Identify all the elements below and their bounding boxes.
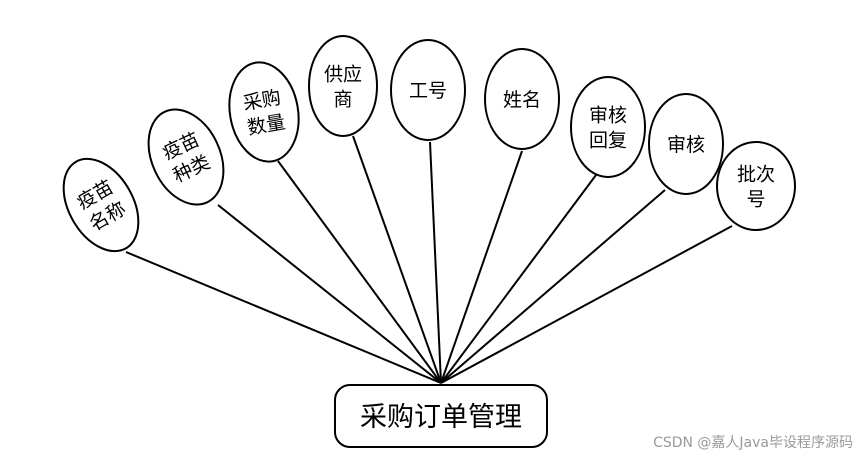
attribute-node-batch-number: 批次号 [716, 141, 796, 231]
attribute-ellipse-purchase-quantity [228, 61, 300, 163]
entity-label: 采购订单管理 [360, 402, 522, 433]
attribute-label-review-line-1: 审核 [667, 134, 705, 156]
connector-line-employee-id [429, 141, 442, 384]
attribute-ellipse-employee-id [390, 39, 466, 141]
attribute-label-review-reply-line-2: 回复 [589, 130, 627, 152]
attribute-node-supplier: 供应商 [308, 35, 378, 137]
attribute-label-batch-number-line-1: 批次 [737, 164, 775, 186]
connector-line-name [440, 150, 523, 384]
connector-lines [125, 135, 733, 384]
connector-line-vaccine-type [217, 204, 442, 384]
attribute-ellipse-batch-number [716, 141, 796, 231]
attribute-ellipse-review [648, 93, 724, 195]
attribute-label-supplier-line-2: 商 [333, 89, 352, 111]
attribute-nodes: 疫苗名称疫苗种类采购数量供应商工号姓名审核回复审核批次号 [62, 35, 796, 253]
attribute-ellipse-vaccine-type [147, 108, 225, 206]
attribute-ellipse-vaccine-name [62, 157, 140, 253]
attribute-ellipse-review-reply [570, 76, 646, 178]
entity-node: 采购订单管理 [334, 384, 548, 448]
attribute-label-review-reply-line-1: 审核 [589, 105, 627, 127]
attribute-label-employee-id-line-1: 工号 [409, 80, 447, 102]
connector-line-vaccine-name [125, 251, 442, 384]
attribute-ellipse-name [484, 48, 560, 150]
attribute-ellipse-supplier [308, 35, 378, 137]
connector-line-supplier [352, 135, 442, 384]
attribute-node-employee-id: 工号 [390, 39, 466, 141]
attribute-node-name: 姓名 [484, 48, 560, 150]
connector-line-purchase-quantity [277, 160, 442, 384]
connector-line-review-reply [440, 174, 597, 384]
attribute-node-review: 审核 [648, 93, 724, 195]
connector-line-batch-number [440, 225, 733, 384]
attribute-label-batch-number-line-2: 号 [746, 189, 765, 211]
connector-line-review [440, 189, 666, 384]
attribute-label-supplier-line-1: 供应 [324, 64, 362, 86]
entity-box [334, 384, 548, 448]
watermark: CSDN @嘉人Java毕设程序源码 [653, 435, 853, 451]
attribute-label-name-line-1: 姓名 [503, 89, 541, 111]
